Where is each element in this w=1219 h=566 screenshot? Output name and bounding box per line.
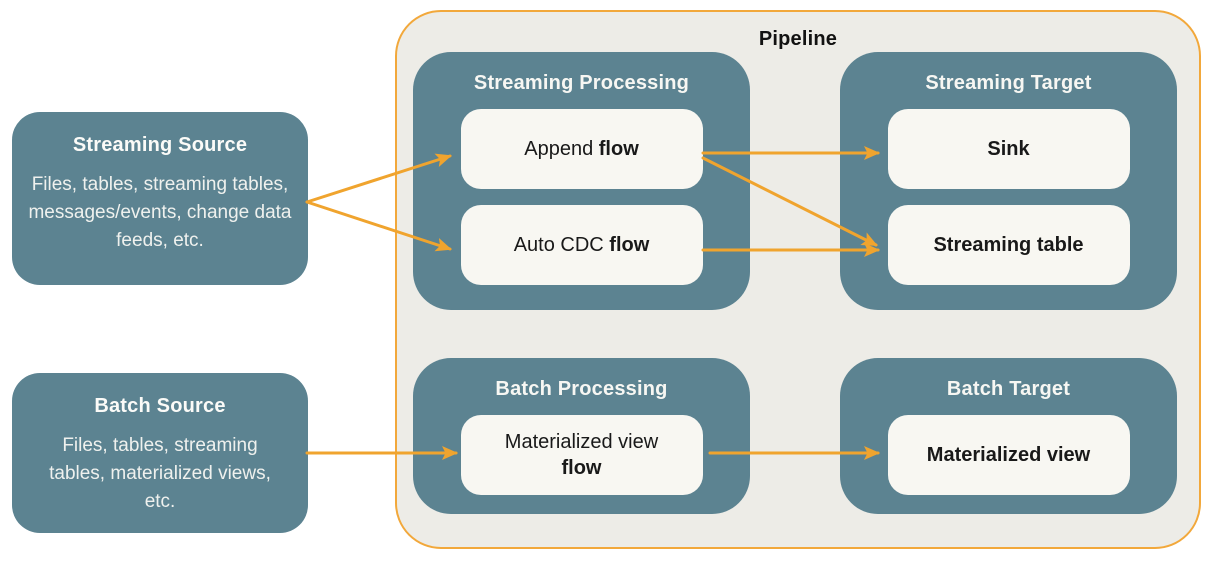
sink-label: Sink [987,138,1030,160]
auto-cdc-flow-label-bold: flow [609,234,650,256]
batch-processing-title: Batch Processing [495,378,668,400]
streaming-table-label: Streaming table [933,234,1084,256]
streaming-source-title: Streaming Source [72,134,248,156]
batch-processing-group: Batch Processing Materialized view flow [413,358,750,514]
streaming-table-card: Streaming table [887,205,1130,285]
batch-source-description: Files, tables, streaming tables, materia… [49,435,271,512]
batch-source-box: Batch Source Files, tables, streaming ta… [12,373,308,533]
streaming-target-title: Streaming Target [925,72,1092,94]
materialized-view-label: Materialized view [926,444,1091,466]
materialized-view-flow-card: Materialized view flow [460,415,703,495]
append-flow-card: Append flow [460,109,703,189]
batch-target-group: Batch Target Materialized view [840,358,1177,514]
streaming-processing-group: Streaming Processing Append flow Auto CD… [413,52,750,310]
streaming-processing-title: Streaming Processing [473,72,690,94]
batch-source-title: Batch Source [94,395,226,417]
materialized-view-card: Materialized view [887,415,1130,495]
streaming-target-group: Streaming Target Sink Streaming table [840,52,1177,310]
sink-card: Sink [887,109,1130,189]
materialized-view-flow-label-bold: flow [561,457,602,479]
auto-cdc-flow-card: Auto CDC flow [460,205,703,285]
streaming-source-box: Streaming Source Files, tables, streamin… [12,112,308,285]
streaming-source-description: Files, tables, streaming tables, message… [28,174,292,251]
materialized-view-flow-label: Materialized view [504,431,659,453]
batch-target-title: Batch Target [946,378,1071,400]
auto-cdc-flow-label: Auto CDC [513,234,604,256]
append-flow-label: Append [524,138,594,160]
pipeline-title: Pipeline [758,28,838,50]
append-flow-label-bold: flow [598,138,639,160]
